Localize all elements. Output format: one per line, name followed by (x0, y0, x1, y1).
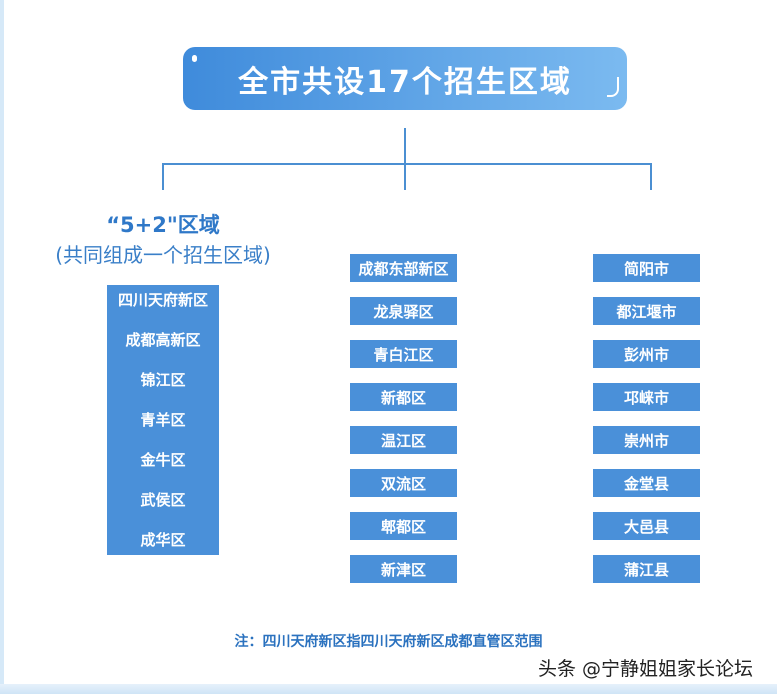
district-item: 成都高新区 (125, 331, 201, 349)
watermark: 头条 @宁静姐姐家长论坛 (538, 658, 754, 680)
district-box: 都江堰市 (593, 297, 700, 325)
district-box: 彭州市 (593, 340, 700, 368)
district-box: 成都东部新区 (350, 254, 457, 282)
connector-left (162, 163, 164, 190)
group-subtitle: (共同组成一个招生区域) (55, 243, 271, 267)
district-item: 金牛区 (140, 451, 186, 469)
connector-right (650, 163, 652, 190)
district-box: 双流区 (350, 469, 457, 497)
title-text: 全市共设17个招生区域 (238, 64, 572, 100)
district-box: 郫都区 (350, 512, 457, 540)
district-box: 大邑县 (593, 512, 700, 540)
frame-border (0, 0, 4, 694)
group-title: “5+2"区域 (106, 213, 220, 237)
district-box: 崇州市 (593, 426, 700, 454)
district-box: 新津区 (350, 555, 457, 583)
district-box: 温江区 (350, 426, 457, 454)
district-box: 邛崃市 (593, 383, 700, 411)
frame-bottom (0, 684, 777, 694)
district-box: 简阳市 (593, 254, 700, 282)
left-district-column: 四川天府新区 成都高新区 锦江区 青羊区 金牛区 武侯区 成华区 (107, 285, 219, 555)
district-item: 武侯区 (140, 491, 186, 509)
district-box: 蒲江县 (593, 555, 700, 583)
district-box: 龙泉驿区 (350, 297, 457, 325)
connector-horizontal (162, 163, 652, 165)
decor-curve (607, 77, 619, 97)
decor-dot (192, 55, 197, 62)
district-item: 锦江区 (140, 371, 186, 389)
connector-trunk (404, 128, 406, 190)
district-box: 青白江区 (350, 340, 457, 368)
district-box: 金堂县 (593, 469, 700, 497)
district-item: 青羊区 (140, 411, 186, 429)
title-banner: 全市共设17个招生区域 (183, 47, 627, 110)
district-box: 新都区 (350, 383, 457, 411)
district-item: 成华区 (140, 531, 186, 549)
district-item: 四川天府新区 (117, 291, 208, 309)
footnote: 注：四川天府新区指四川天府新区成都直管区范围 (234, 634, 543, 650)
